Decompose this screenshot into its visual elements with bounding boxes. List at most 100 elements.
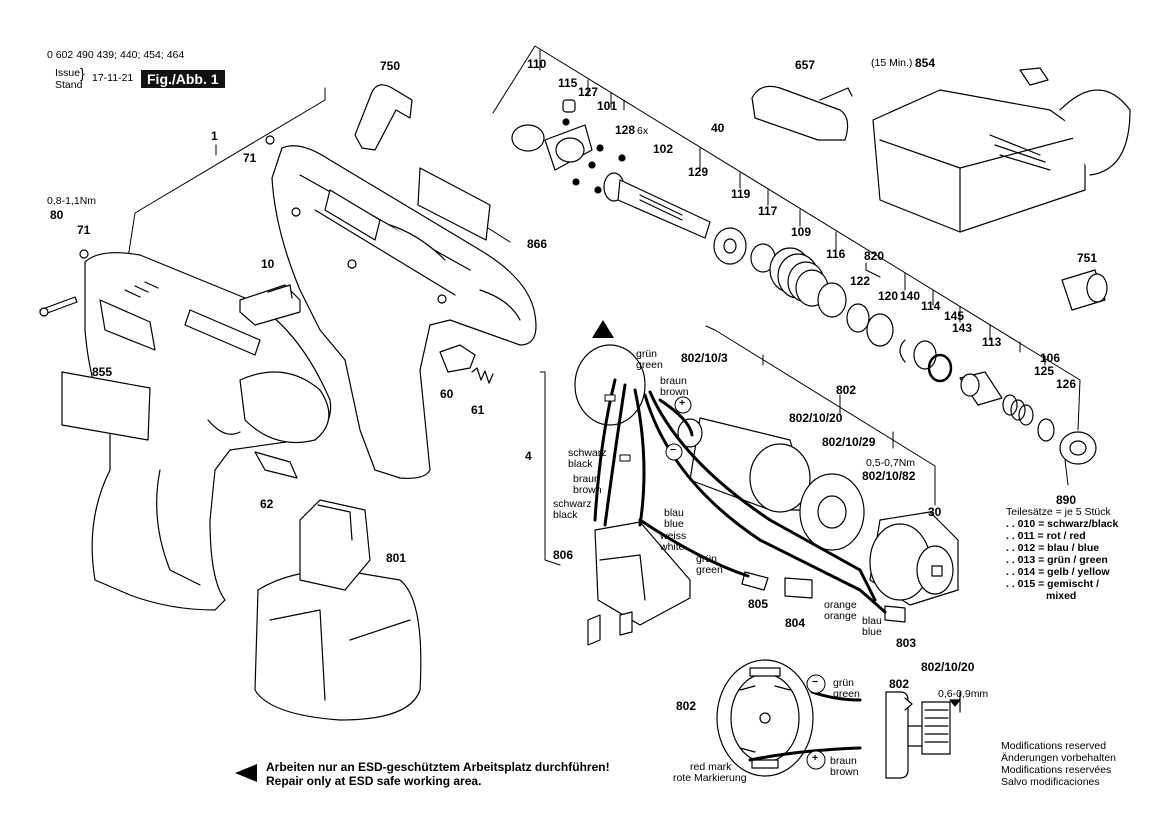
- gap-dimension: 0,6-0,9mm: [938, 688, 989, 700]
- callout-855: 855: [92, 365, 113, 379]
- esd-arrow-icon: [235, 764, 257, 782]
- callout-129: 129: [688, 165, 709, 179]
- charge-time: (15 Min.): [871, 57, 913, 69]
- wire-blue-2: blue: [862, 626, 882, 638]
- nameplate: [417, 167, 491, 241]
- motor-802: [677, 417, 811, 513]
- wire-white: white: [660, 541, 685, 553]
- detail-motor-endview: [716, 659, 814, 777]
- callout-102: 102: [653, 142, 674, 156]
- side-label: [61, 371, 151, 441]
- connector-804: [784, 577, 813, 599]
- wire-black-2: black: [553, 509, 578, 521]
- callout-140: 140: [900, 289, 921, 303]
- torque-80: 0,8-1,1Nm: [47, 195, 97, 207]
- spring-61: [471, 367, 494, 384]
- sleeve-751: [1061, 269, 1108, 311]
- callout-805: 805: [748, 597, 769, 611]
- callout-143: 143: [952, 321, 973, 335]
- wire-schwarz-1: schwarz: [568, 447, 607, 459]
- callout-126: 126: [1056, 377, 1077, 391]
- callout-71-left: 71: [77, 223, 91, 237]
- callout-113: 113: [982, 335, 1002, 349]
- callout-145: 145: [944, 309, 965, 323]
- callout-101: 101: [597, 99, 618, 113]
- wire-green-3: green: [833, 688, 860, 700]
- callout-40: 40: [711, 121, 725, 135]
- callout-866: 866: [527, 237, 548, 251]
- callout-106: 106: [1040, 351, 1061, 365]
- callout-122: 122: [850, 274, 871, 288]
- callout-802-10-82: 802/10/82: [862, 469, 916, 483]
- o-ring-110: [511, 124, 545, 152]
- callout-116: 116: [826, 247, 846, 261]
- gearbox-30: [869, 511, 959, 606]
- wire-weiss: weiss: [660, 530, 687, 542]
- wire-schwarz-2: schwarz: [553, 498, 592, 510]
- spindle-102: [603, 172, 711, 239]
- callout-30: 30: [928, 505, 942, 519]
- wire-blau-1: blau: [664, 507, 684, 519]
- cam-116: [817, 282, 847, 318]
- ring-125: [1037, 418, 1055, 442]
- wire-braun-3: braun: [830, 755, 857, 767]
- wire-orange-1: orange: [824, 599, 857, 611]
- spring-109: [769, 247, 829, 307]
- washer-126: [1059, 431, 1097, 465]
- wire-black-1: black: [568, 458, 593, 470]
- red-mark-de: rote Markierung: [673, 772, 747, 784]
- battery-pack: [254, 499, 422, 721]
- wire-brown-3: brown: [830, 766, 859, 778]
- callout-71-top: 71: [243, 151, 257, 165]
- callout-110: 110: [527, 57, 547, 71]
- wire-blau-2: blau: [862, 615, 882, 627]
- spring-106: [1002, 394, 1034, 426]
- parts-set-row: . . 010 = schwarz/black: [1006, 518, 1119, 530]
- callout-751: 751: [1077, 251, 1098, 265]
- ring-114: [913, 340, 937, 370]
- minus-sign-motor: −: [670, 444, 677, 456]
- callout-750: 750: [380, 59, 401, 73]
- wire-ties: [604, 394, 631, 462]
- callout-802-10-20: 802/10/20: [789, 411, 843, 425]
- wire-green-2: green: [696, 564, 723, 576]
- wire-orange-2: orange: [824, 610, 857, 622]
- brace-glyph: }: [80, 65, 85, 81]
- red-mark-en: red mark: [690, 761, 732, 773]
- leader-lines: [127, 45, 1081, 566]
- callout-128: 128: [615, 123, 636, 137]
- wire-gruen-3: grün: [833, 677, 855, 689]
- screw-80: [39, 296, 78, 317]
- switch-slider: [239, 284, 301, 326]
- balls: [562, 118, 626, 194]
- cap-115: [562, 99, 576, 113]
- o-ring-145: [927, 353, 953, 383]
- parts-set-row: . . 014 = gelb / yellow: [1006, 566, 1110, 578]
- screw-71: [79, 135, 275, 259]
- callout-802: 802: [836, 383, 857, 397]
- callout-61: 61: [471, 403, 485, 417]
- callout-128-qty: 6x: [637, 125, 649, 137]
- modifications-line: Salvo modificaciones: [1001, 776, 1100, 788]
- plus-sign-motor: +: [679, 397, 686, 409]
- modifications-line: Modifications reservées: [1001, 764, 1112, 776]
- callout-60: 60: [440, 387, 454, 401]
- callout-890: 890: [1056, 493, 1077, 507]
- stand-label: Stand: [55, 79, 83, 91]
- callout-802-10-20-detail: 802/10/20: [921, 660, 975, 674]
- wire-braun-2: braun: [573, 473, 600, 485]
- washer-119: [713, 227, 747, 265]
- wire-blue-1: blue: [664, 518, 684, 530]
- callout-120: 120: [878, 289, 899, 303]
- callout-803: 803: [896, 636, 917, 650]
- wire-brown-2: brown: [573, 484, 602, 496]
- callout-4: 4: [525, 449, 532, 463]
- part-numbers: 0 602 490 439; 440; 454; 464: [47, 49, 185, 61]
- parts-set-row: . . 015 = gemischt /: [1006, 578, 1100, 590]
- esd-warning-triangle: [592, 320, 614, 338]
- minus-sign-detail: −: [812, 676, 819, 688]
- esd-line-en: Repair only at ESD safe working area.: [266, 774, 482, 788]
- button-62: [254, 451, 298, 479]
- callout-806: 806: [553, 548, 574, 562]
